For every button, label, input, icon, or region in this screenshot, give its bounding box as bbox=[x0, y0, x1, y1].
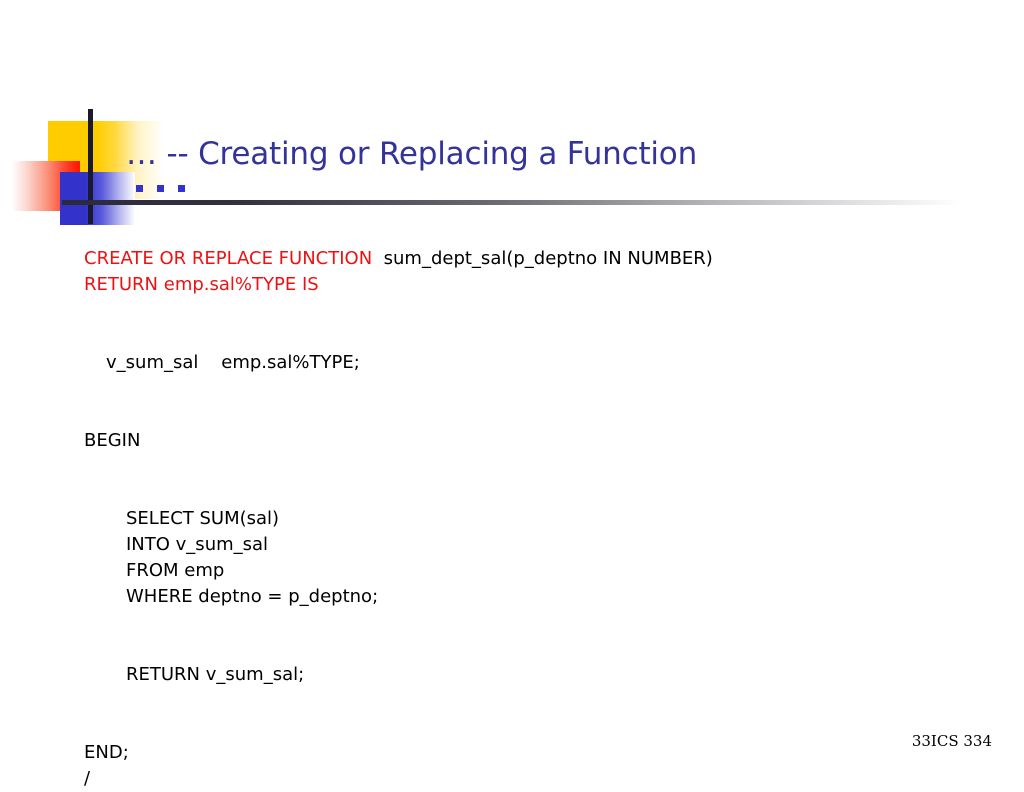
slide-number: 33 bbox=[911, 732, 931, 750]
sql-identifier: SELECT SUM(sal) bbox=[126, 508, 280, 529]
sql-keyword: RETURN emp.sal%TYPE IS bbox=[84, 274, 319, 295]
sql-identifier: FROM emp bbox=[126, 560, 225, 581]
code-line: SELECT SUM(sal) bbox=[84, 506, 994, 532]
code-line: FROM emp bbox=[84, 558, 994, 584]
deck-name: ICS 334 bbox=[930, 732, 992, 750]
code-line bbox=[84, 324, 994, 350]
code-line: INTO v_sum_sal bbox=[84, 532, 994, 558]
accent-vertical-rule bbox=[88, 109, 93, 224]
code-line bbox=[84, 714, 994, 740]
sql-identifier: INTO v_sum_sal bbox=[126, 534, 269, 555]
sql-identifier: sum_dept_sal(p_deptno IN NUMBER) bbox=[372, 248, 713, 269]
sql-code-block: CREATE OR REPLACE FUNCTION sum_dept_sal(… bbox=[84, 246, 994, 792]
code-line: BEGIN bbox=[84, 428, 994, 454]
sql-identifier: v_sum_sal emp.sal%TYPE; bbox=[106, 352, 360, 373]
page-title: … -- Creating or Replacing a Function bbox=[126, 136, 698, 172]
accent-dot bbox=[136, 185, 143, 192]
code-line bbox=[84, 610, 994, 636]
code-line: RETURN emp.sal%TYPE IS bbox=[84, 272, 994, 298]
code-line: / bbox=[84, 766, 994, 792]
sql-keyword: CREATE OR REPLACE FUNCTION bbox=[84, 248, 373, 269]
sql-identifier: BEGIN bbox=[84, 430, 141, 451]
code-line bbox=[84, 636, 994, 662]
sql-identifier: END; bbox=[84, 742, 129, 763]
code-line bbox=[84, 402, 994, 428]
code-line: v_sum_sal emp.sal%TYPE; bbox=[84, 350, 994, 376]
accent-dot bbox=[157, 185, 164, 192]
code-line bbox=[84, 688, 994, 714]
sql-identifier: WHERE deptno = p_deptno; bbox=[126, 586, 379, 607]
slide-footer: 33ICS 334 bbox=[912, 732, 992, 750]
accent-red-rectangle bbox=[12, 161, 80, 211]
accent-horizontal-rule bbox=[62, 200, 962, 205]
accent-dot-row bbox=[136, 185, 236, 195]
sql-identifier: / bbox=[84, 768, 91, 789]
code-line bbox=[84, 376, 994, 402]
presentation-slide: … -- Creating or Replacing a Function CR… bbox=[12, 109, 992, 789]
code-line: WHERE deptno = p_deptno; bbox=[84, 584, 994, 610]
code-line: RETURN v_sum_sal; bbox=[84, 662, 994, 688]
code-line bbox=[84, 480, 994, 506]
accent-dot bbox=[178, 185, 185, 192]
code-line bbox=[84, 298, 994, 324]
code-line bbox=[84, 454, 994, 480]
code-line: CREATE OR REPLACE FUNCTION sum_dept_sal(… bbox=[84, 246, 994, 272]
code-line: END; bbox=[84, 740, 994, 766]
sql-identifier: RETURN v_sum_sal; bbox=[126, 664, 305, 685]
accent-blue-rectangle bbox=[60, 172, 135, 225]
